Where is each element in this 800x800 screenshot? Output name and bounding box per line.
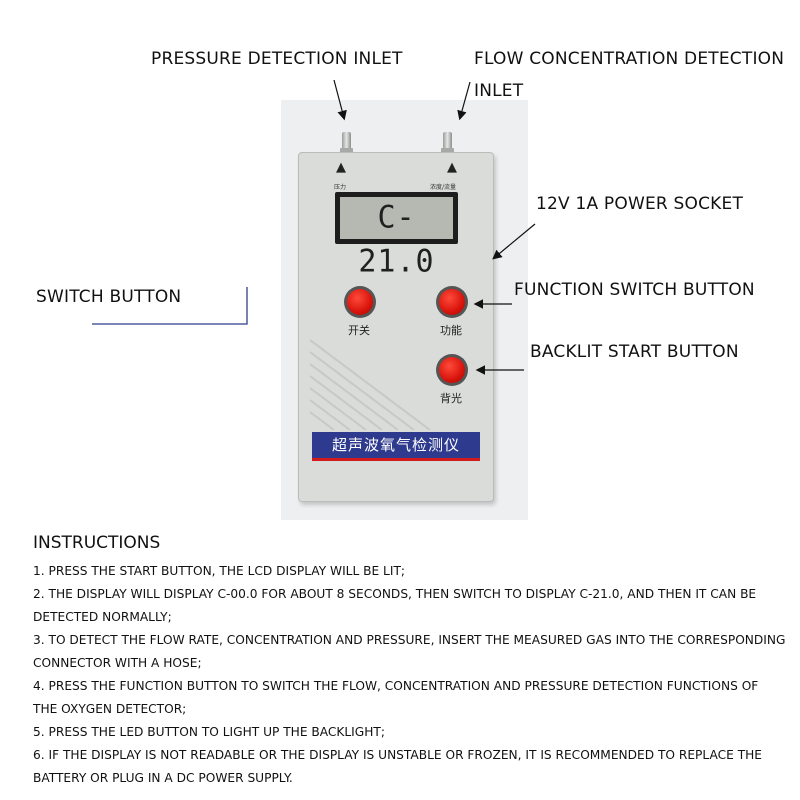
instruction-line: 2. THE DISPLAY WILL DISPLAY C-00.0 FOR A…	[33, 587, 757, 601]
power-button-label: 开关	[348, 324, 370, 337]
instruction-line: BATTERY OR PLUG IN A DC POWER SUPPLY.	[33, 771, 293, 785]
instruction-line: 4. PRESS THE FUNCTION BUTTON TO SWITCH T…	[33, 679, 759, 693]
switch-button-callout: SWITCH BUTTON	[36, 287, 182, 307]
function-button-callout: FUNCTION SWITCH BUTTON	[514, 280, 755, 300]
lcd-screen	[340, 197, 453, 239]
function-button[interactable]	[439, 289, 465, 315]
instruction-line: 3. TO DETECT THE FLOW RATE, CONCENTRATIO…	[33, 633, 786, 647]
function-button-label: 功能	[440, 324, 462, 337]
backlight-button[interactable]	[439, 357, 465, 383]
flow-port-arrow-icon: ▲	[447, 160, 457, 175]
pressure-inlet-callout: PRESSURE DETECTION INLET	[151, 49, 403, 69]
brand-name: 超声波氧气检测仪	[331, 436, 460, 454]
pressure-inlet-leader	[333, 79, 347, 121]
instructions-title: INSTRUCTIONS	[33, 533, 161, 553]
flow-inlet-callout-line1: FLOW CONCENTRATION DETECTION	[474, 49, 785, 69]
switch-button-leader	[92, 287, 248, 325]
lcd-reading: C-21.0	[358, 199, 435, 280]
instruction-line: 1. PRESS THE START BUTTON, THE LCD DISPL…	[33, 564, 405, 578]
instruction-line: 5. PRESS THE LED BUTTON TO LIGHT UP THE …	[33, 725, 385, 739]
flow-inlet-leader	[457, 81, 471, 121]
instruction-line: DETECTED NORMALLY;	[33, 610, 172, 624]
instruction-line: THE OXYGEN DETECTOR;	[33, 702, 187, 716]
backlit-button-callout: BACKLIT START BUTTON	[530, 342, 739, 362]
flow-port-label: 浓度/流量	[430, 184, 457, 191]
brand-bar	[312, 432, 480, 458]
power-button[interactable]	[347, 289, 373, 315]
pressure-port-label: 压力	[334, 184, 347, 191]
power-socket-callout: 12V 1A POWER SOCKET	[536, 194, 744, 214]
backlight-button-label: 背光	[440, 392, 462, 405]
power-socket-leader	[492, 223, 536, 260]
pressure-inlet-nozzle	[342, 132, 351, 154]
instruction-line: 6. IF THE DISPLAY IS NOT READABLE OR THE…	[33, 748, 762, 762]
pressure-port-arrow-icon: ▲	[336, 160, 346, 175]
flow-inlet-nozzle	[443, 132, 452, 154]
brand-red-stripe	[312, 458, 480, 461]
instruction-line: CONNECTOR WITH A HOSE;	[33, 656, 202, 670]
decorative-stripes	[310, 339, 431, 430]
flow-inlet-callout-line2: INLET	[474, 81, 524, 101]
